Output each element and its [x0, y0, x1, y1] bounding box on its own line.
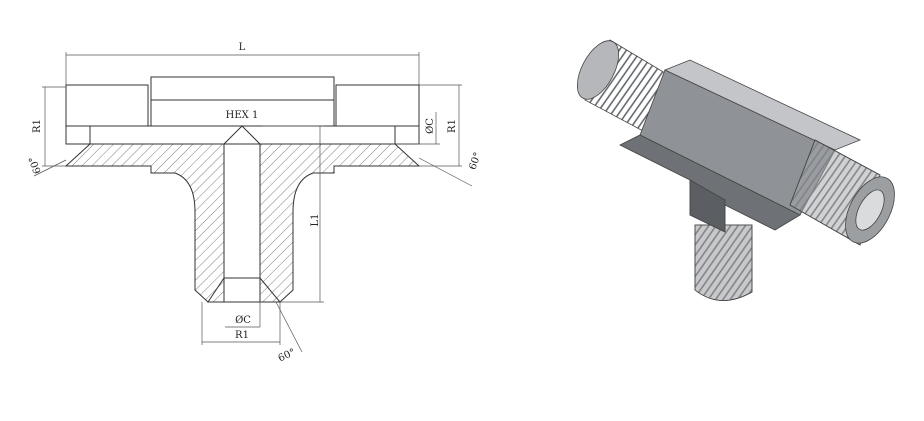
bottom-thread-label: R1 — [235, 330, 249, 341]
left-thread-label: R1 — [32, 119, 43, 133]
left-angle-label: 60° — [27, 155, 43, 175]
bottom-angle-label: 60° — [277, 347, 298, 364]
right-bore-label: ØC — [425, 118, 436, 134]
right-thread-label: R1 — [447, 119, 458, 133]
right-angle-label: 60° — [467, 151, 483, 171]
left-thread — [65, 84, 149, 127]
hatched-section — [64, 143, 225, 303]
tee-fitting-3d-render — [576, 39, 895, 301]
bottom-bore-label: ØC — [235, 315, 251, 326]
hex-label: HEX 1 — [226, 110, 259, 121]
length-label: L — [239, 42, 246, 53]
right-thread — [335, 84, 420, 127]
section-view: L HEX 1 L1 R1 60° ØC — [27, 42, 483, 364]
branch-length-label: L1 — [310, 213, 321, 226]
